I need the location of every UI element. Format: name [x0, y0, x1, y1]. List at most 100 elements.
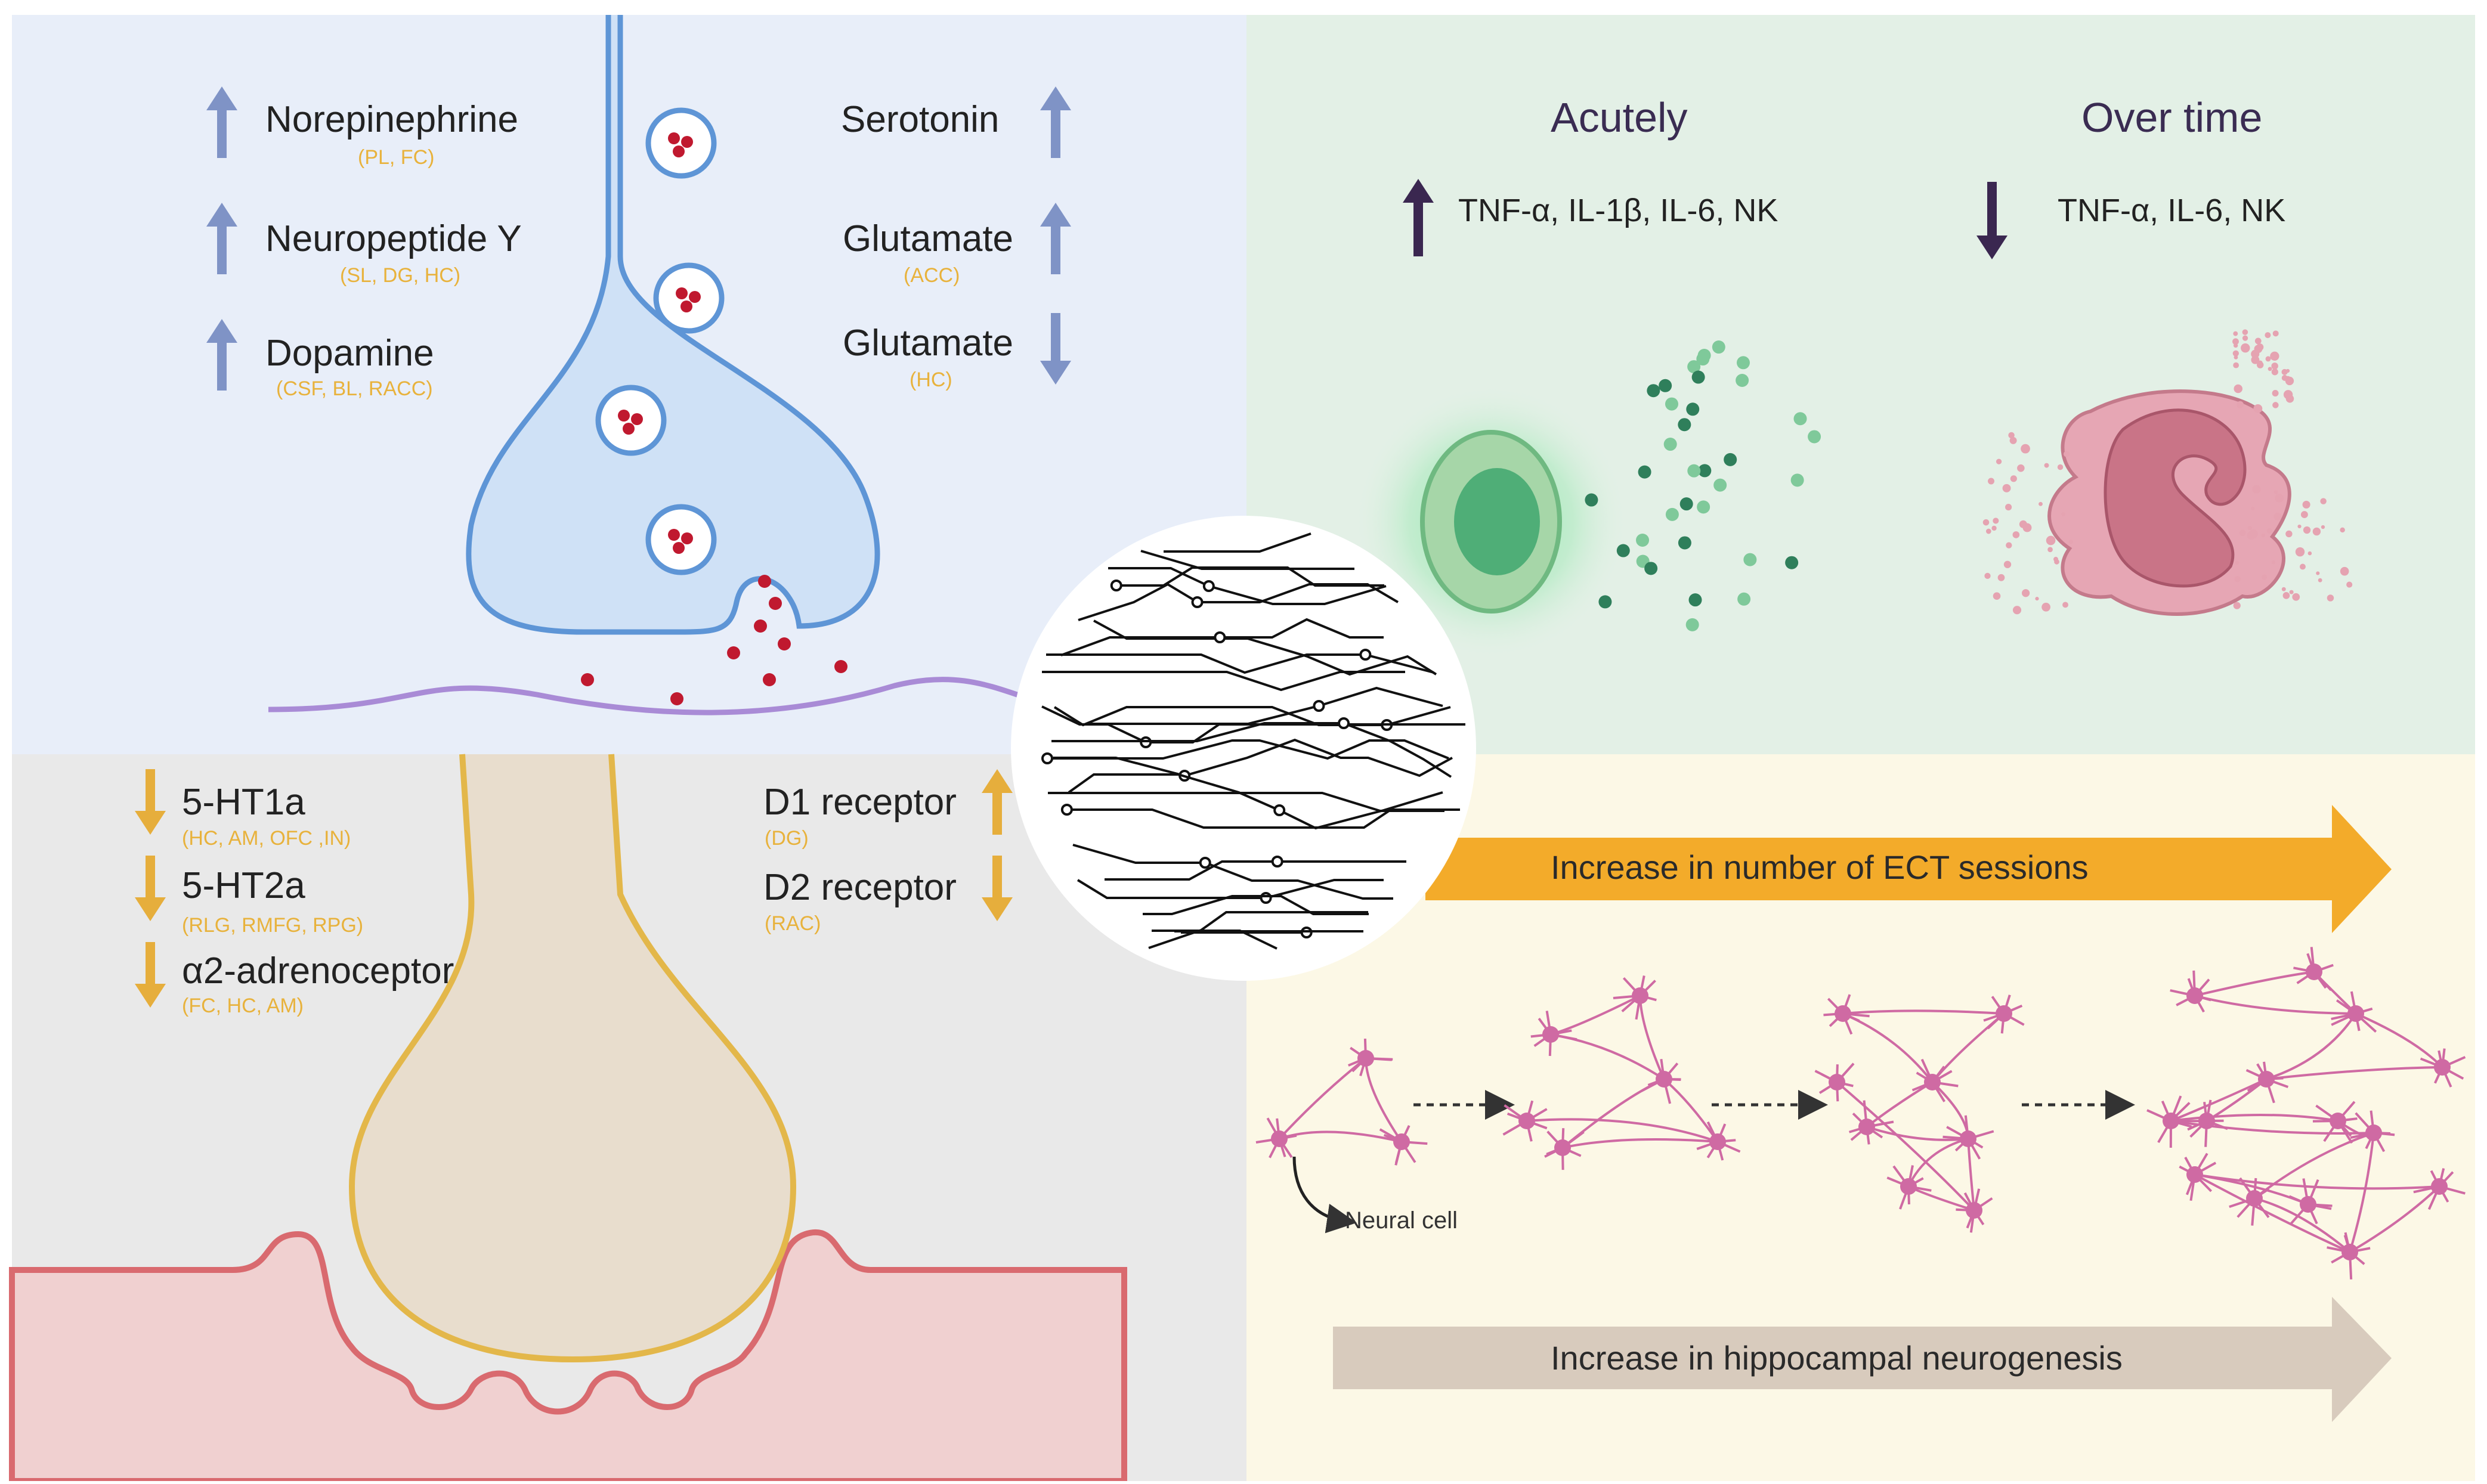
- cell-fragment: [2320, 498, 2327, 504]
- cell-fragment: [1984, 573, 1990, 579]
- circuit-pad: [1201, 858, 1210, 868]
- cell-fragment: [2275, 494, 2284, 503]
- cell-fragment: [2327, 594, 2334, 601]
- vesicle-2: [598, 388, 664, 453]
- circuit-pad: [1112, 581, 1121, 590]
- cell-fragment: [2017, 464, 2025, 472]
- neuron-3-11: [2431, 1178, 2448, 1195]
- cell-fragment: [2022, 589, 2030, 597]
- cell-fragment: [2318, 578, 2322, 583]
- d1-receptor-label: D1 receptor: [763, 781, 957, 823]
- 5ht2a-regions: (RLG, RMFG, RPG): [182, 914, 363, 937]
- cell-fragment: [2234, 355, 2238, 360]
- neuron-2-4: [1960, 1130, 1976, 1147]
- vesicle-molecule: [681, 532, 693, 544]
- cell-fragment: [2267, 528, 2272, 534]
- circuit-pad: [1275, 805, 1284, 815]
- neuron-3-3: [2434, 1059, 2451, 1076]
- vesicle-molecule: [631, 413, 643, 425]
- circuit-pad: [1261, 893, 1271, 903]
- neuron-3-9: [2246, 1190, 2263, 1207]
- cell-fragment: [2285, 531, 2292, 537]
- cell-fragment: [2013, 531, 2020, 538]
- cell-fragment: [2272, 368, 2278, 375]
- cell-fragment: [2272, 560, 2276, 565]
- neuron-3-8: [2365, 1124, 2382, 1141]
- 5ht1a-label: 5-HT1a: [182, 781, 305, 823]
- acutely-cytokines: TNF-α, IL-1β, IL-6, NK: [1458, 192, 1778, 229]
- glutamate-up-label: Glutamate: [843, 218, 1013, 260]
- cytokine-particle: [1678, 536, 1691, 549]
- vesicle-molecule: [673, 145, 685, 157]
- cell-fragment: [2046, 536, 2056, 546]
- cytokine-particle: [1713, 479, 1727, 492]
- released-molecule: [763, 673, 776, 686]
- released-molecule: [778, 637, 791, 650]
- vesicle-molecule: [673, 542, 685, 554]
- cell-fragment: [2271, 363, 2278, 370]
- neuron-1-3: [1554, 1139, 1571, 1156]
- cell-fragment: [2039, 502, 2043, 506]
- neuron-2-3: [1858, 1119, 1875, 1135]
- circuit-pad: [1215, 633, 1224, 642]
- neuron-1-5: [1518, 1113, 1535, 1129]
- vesicle-molecule: [668, 132, 680, 144]
- cell-fragment: [2313, 528, 2321, 535]
- neuron-2-1: [1996, 1005, 2012, 1022]
- vesicle-molecule: [681, 136, 693, 148]
- cell-fragment: [2282, 587, 2286, 591]
- neuron-2-2: [1924, 1074, 1941, 1090]
- d1-receptor-regions: (DG): [765, 827, 809, 850]
- cell-fragment: [1991, 526, 1996, 531]
- d2-receptor-regions: (RAC): [765, 912, 821, 935]
- cell-fragment: [2234, 343, 2238, 348]
- cell-fragment: [2021, 444, 2030, 454]
- cell-fragment: [2069, 540, 2073, 544]
- vesicle-molecule: [689, 291, 701, 303]
- cell-fragment: [2004, 561, 2011, 568]
- over-time-title: Over time: [2081, 94, 2262, 141]
- neuron-3-1: [2306, 963, 2322, 980]
- cytokine-particle: [1692, 371, 1705, 384]
- dopamine-label: Dopamine: [265, 332, 434, 374]
- cell-fragment: [2292, 593, 2300, 601]
- cell-fragment: [2062, 602, 2068, 608]
- cell-fragment: [2249, 529, 2258, 538]
- cell-fragment: [2273, 513, 2281, 521]
- cytokine-particle: [1598, 595, 1611, 608]
- cell-fragment: [2270, 352, 2279, 361]
- cell-fragment: [1993, 518, 1999, 523]
- cytokine-particle: [1724, 453, 1737, 466]
- cytokine-particle: [1686, 402, 1699, 416]
- cell-fragment: [2285, 376, 2290, 382]
- d2-receptor-label: D2 receptor: [763, 866, 957, 909]
- cell-fragment: [2239, 529, 2246, 536]
- cell-fragment: [2058, 464, 2063, 470]
- neuropeptide-y-regions: (SL, DG, HC): [340, 264, 460, 287]
- circuit-pad: [1062, 805, 1072, 814]
- cell-fragment: [2233, 332, 2238, 336]
- released-molecule: [769, 597, 782, 610]
- neuron-3-10: [2341, 1244, 2358, 1260]
- cytokine-particle: [1791, 473, 1804, 487]
- cytokine-particle: [1696, 352, 1709, 365]
- neuron-2-7: [1829, 1074, 1845, 1090]
- cell-fragment: [2044, 463, 2049, 468]
- circuit-pad: [1339, 718, 1348, 728]
- norepinephrine-label: Norepinephrine: [265, 98, 518, 141]
- cell-fragment: [1996, 458, 2002, 464]
- cell-fragment: [2005, 504, 2012, 510]
- released-molecule: [834, 660, 847, 673]
- cell-fragment: [2308, 552, 2312, 556]
- cell-fragment: [1988, 478, 1994, 485]
- cell-fragment: [2233, 363, 2239, 368]
- circuit-pad: [1204, 581, 1214, 591]
- cell-fragment: [2340, 567, 2349, 576]
- cytokine-particle: [1665, 398, 1678, 411]
- cell-fragment: [2064, 451, 2070, 457]
- glutamate-down-regions: (HC): [910, 368, 952, 392]
- cell-fragment: [2274, 490, 2278, 494]
- neuron-3-12: [2186, 1166, 2203, 1183]
- cytokine-particle: [1659, 379, 1672, 392]
